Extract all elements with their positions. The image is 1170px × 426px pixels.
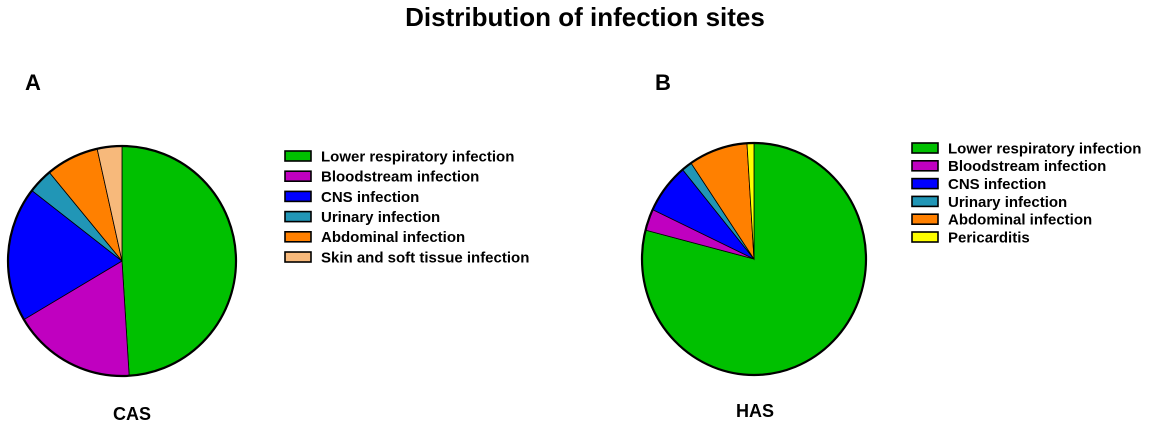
legend-label-skin-and-soft-tissue-infection: Skin and soft tissue infection	[321, 249, 529, 266]
legend-swatch-pericarditis	[911, 231, 939, 243]
pie-slice-lower-respiratory-infection	[121, 145, 237, 377]
panel-label-b: B	[655, 70, 671, 95]
legend-label-abdominal-infection: Abdominal infection	[948, 212, 1092, 229]
legend-label-lower-respiratory-infection: Lower respiratory infection	[321, 148, 514, 165]
legend-swatch-urinary-infection	[284, 210, 312, 223]
figure-title: Distribution of infection sites	[405, 2, 765, 32]
pie-outline	[6, 144, 238, 378]
legend-swatch-abdominal-infection	[284, 231, 312, 243]
legend-swatch-bloodstream-infection	[284, 170, 312, 182]
legend-swatch-bloodstream-infection	[911, 160, 939, 172]
legend-label-lower-respiratory-infection: Lower respiratory infection	[948, 140, 1141, 157]
legend-swatch-skin-and-soft-tissue-infection	[284, 251, 312, 263]
legend-label-abdominal-infection: Abdominal infection	[321, 229, 465, 246]
legend-swatch-lower-respiratory-infection	[284, 150, 312, 162]
pie-chart-cas	[6, 144, 238, 378]
legend-swatch-cns-infection	[911, 177, 939, 190]
legend-label-pericarditis: Pericarditis	[948, 229, 1030, 246]
legend-label-urinary-infection: Urinary infection	[948, 194, 1067, 211]
legend-label-urinary-infection: Urinary infection	[321, 209, 440, 226]
legend-label-cns-infection: CNS infection	[321, 189, 419, 206]
panel-label-a: A	[25, 70, 41, 95]
legend-swatch-lower-respiratory-infection	[911, 142, 939, 154]
pie-caption-has: HAS	[735, 401, 774, 421]
pie-caption-cas: CAS	[112, 404, 151, 424]
legend-swatch-abdominal-infection	[911, 213, 939, 225]
legend-label-bloodstream-infection: Bloodstream infection	[948, 158, 1106, 175]
legend-label-bloodstream-infection: Bloodstream infection	[321, 169, 479, 186]
legend-swatch-urinary-infection	[911, 195, 939, 208]
legend-swatch-cns-infection	[284, 190, 312, 203]
pie-outline	[640, 141, 868, 377]
pie-chart-has	[640, 141, 868, 377]
legend-label-cns-infection: CNS infection	[948, 176, 1046, 193]
